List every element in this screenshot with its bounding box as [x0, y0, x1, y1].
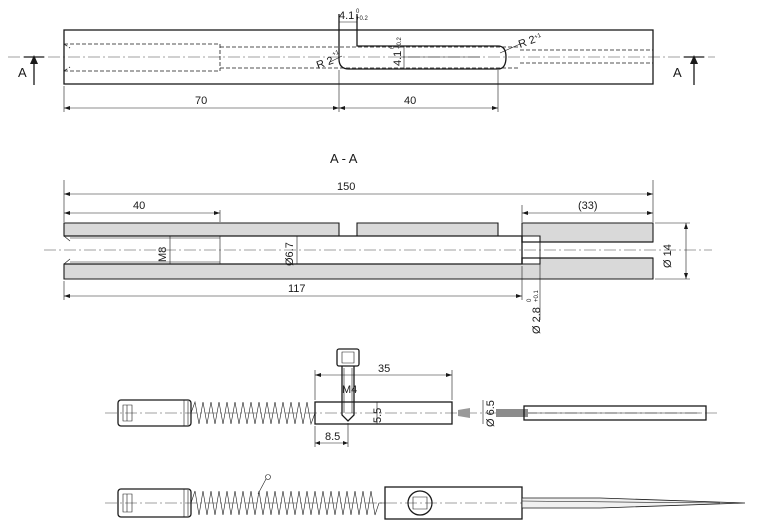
- section-upper-wall: [63, 222, 654, 243]
- set-screw-2-hex-icon: [122, 493, 133, 513]
- hex-socket-icon: [341, 351, 355, 364]
- assembly-view-1: 35 M4 5.5 8.5 Ø 6.5: [105, 348, 720, 447]
- dim-40-top: 40: [404, 95, 416, 107]
- needle: [521, 497, 746, 509]
- radius-right-tol: +1: [534, 33, 543, 41]
- slot-height-dim: 4.1: [392, 51, 404, 66]
- rod-tip: [458, 408, 470, 418]
- slot-height-tol-bottom: +0.2: [397, 36, 403, 49]
- radius-right-dim: R 2: [517, 34, 537, 51]
- small-bore-dim: Ø 2.8: [531, 307, 543, 334]
- section-marker-right: A: [673, 55, 704, 85]
- rod: [496, 409, 528, 417]
- section-view: A - A M8 Ø6.7 150 40 (33): [44, 151, 712, 334]
- dim-117: 117: [288, 283, 306, 295]
- small-bore-tol-top: 0: [527, 298, 533, 302]
- thread-label: M8: [157, 247, 169, 262]
- dim-5-5: 5.5: [372, 408, 384, 423]
- assembly-view-2: [105, 474, 746, 520]
- outer-dia-dim: Ø 14: [662, 244, 674, 268]
- radius-left-dim: R 2: [315, 55, 335, 72]
- m4-screw-shank: [341, 366, 355, 422]
- spring-2: [190, 490, 385, 516]
- slot-width-dim: 4.1: [339, 10, 354, 22]
- section-title: A - A: [330, 151, 358, 166]
- section-arrow-left-icon: [30, 55, 38, 64]
- tube-outline: [63, 29, 654, 85]
- dim-70: 70: [195, 95, 207, 107]
- slot-width-tol-top: 0: [356, 9, 360, 15]
- section-letter-right: A: [673, 65, 682, 80]
- slider-block: [314, 401, 453, 425]
- dim-150: 150: [337, 181, 355, 193]
- set-screw-hex-icon: [122, 404, 133, 422]
- dim-33: (33): [578, 200, 598, 212]
- spring-callout-dot: [265, 474, 271, 480]
- hidden-thread-chamfer-bottom: [63, 66, 71, 72]
- radius-left-tol: +1: [332, 50, 341, 58]
- thread-chamfer-bottom: [63, 258, 71, 265]
- dim-8-5: 8.5: [325, 431, 340, 443]
- section-marker-left: A: [18, 55, 44, 85]
- top-view: A A 4.1 0 +0.2 4.1 0 +0.2 R 2 +1 R 2 +1 …: [8, 9, 715, 112]
- dim-40-section: 40: [133, 200, 145, 212]
- hidden-bore-right: [520, 49, 653, 64]
- l-slot: [338, 14, 507, 70]
- screw-head-top-icon: [407, 490, 433, 516]
- section-lower-wall: [63, 257, 654, 280]
- rod-dia-dim: Ø 6.5: [485, 400, 497, 427]
- dim-35: 35: [378, 363, 390, 375]
- slot-height-tol-top: 0: [390, 45, 396, 49]
- section-letter-left: A: [18, 65, 27, 80]
- small-bore-tol-bottom: +0.1: [534, 289, 540, 302]
- hidden-bore-middle: [220, 46, 520, 69]
- m4-label: M4: [342, 384, 357, 396]
- hidden-thread-chamfer-top: [63, 43, 71, 49]
- m4-screw-head: [336, 348, 360, 367]
- section-arrow-right-icon: [690, 55, 698, 64]
- spring: [190, 400, 316, 426]
- thread-chamfer: [63, 235, 71, 242]
- slot-width-tol-bottom: +0.2: [356, 16, 369, 22]
- hidden-thread-bore: [64, 43, 221, 72]
- inner-bore-dim: Ø6.7: [284, 242, 296, 266]
- sleeve: [523, 405, 707, 421]
